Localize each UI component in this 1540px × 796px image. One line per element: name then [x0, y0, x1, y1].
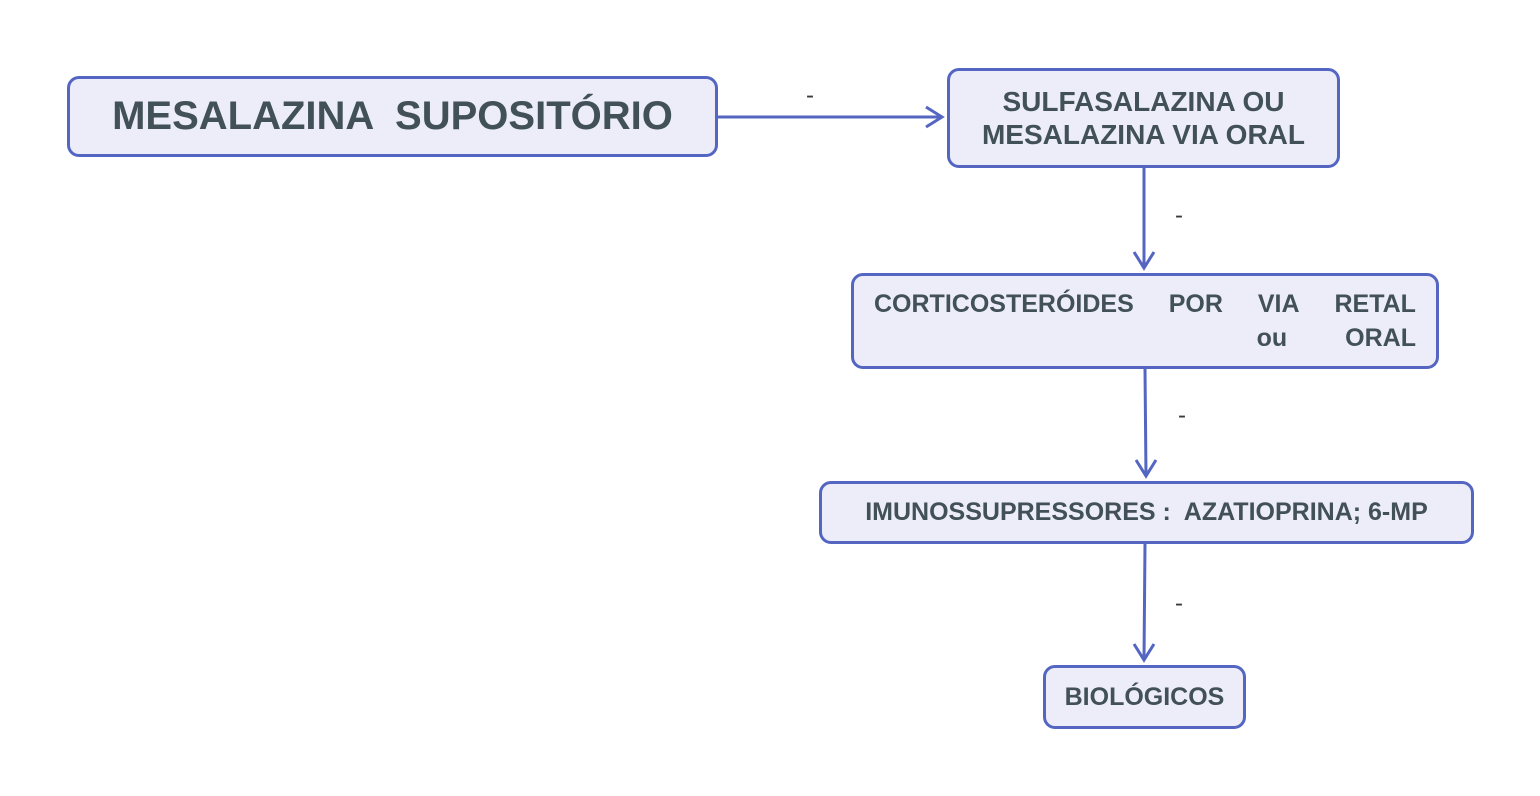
edge-label-1: -	[806, 82, 814, 109]
node-mesalazina-supositorio[interactable]: MESALAZINA SUPOSITÓRIO	[67, 76, 718, 157]
node-label: IMUNOSSUPRESSORES : AZATIOPRINA; 6-MP	[865, 498, 1428, 526]
node-label-line-1: SULFASALAZINA OU	[1002, 86, 1285, 117]
node-label-word: ORAL	[1345, 324, 1416, 352]
node-label-line-2: MESALAZINA VIA ORAL	[981, 119, 1306, 150]
node-label: BIOLÓGICOS	[1064, 682, 1225, 711]
node-label-word: RETAL	[1334, 290, 1416, 318]
node-sulfasalazina-ou-mesalazina-oral[interactable]: SULFASALAZINA OU MESALAZINA VIA ORAL	[947, 68, 1340, 168]
node-label-word: POR	[1168, 290, 1223, 318]
edge-label-3: -	[1178, 402, 1186, 429]
node-biologicos[interactable]: BIOLÓGICOS	[1043, 665, 1246, 729]
node-label-word: VIA	[1257, 290, 1300, 318]
node-corticosteroides[interactable]: CORTICOSTERÓIDES POR VIA RETAL ou ORAL	[851, 273, 1439, 369]
edge-corticosteroides-to-imunossupressores	[1134, 368, 1158, 479]
node-label-word: CORTICOSTERÓIDES	[874, 290, 1134, 318]
node-label: MESALAZINA SUPOSITÓRIO	[112, 94, 673, 138]
node-imunossupressores[interactable]: IMUNOSSUPRESSORES : AZATIOPRINA; 6-MP	[819, 481, 1474, 544]
edge-mesalazina-to-sulfasalazina	[718, 105, 945, 129]
edge-label-4: -	[1175, 590, 1183, 617]
edge-imunossupressores-to-biologicos	[1132, 543, 1156, 663]
node-label-word: ou	[1256, 324, 1288, 352]
edge-sulfasalazina-to-corticosteroides	[1132, 168, 1156, 271]
edge-label-2: -	[1175, 202, 1183, 229]
